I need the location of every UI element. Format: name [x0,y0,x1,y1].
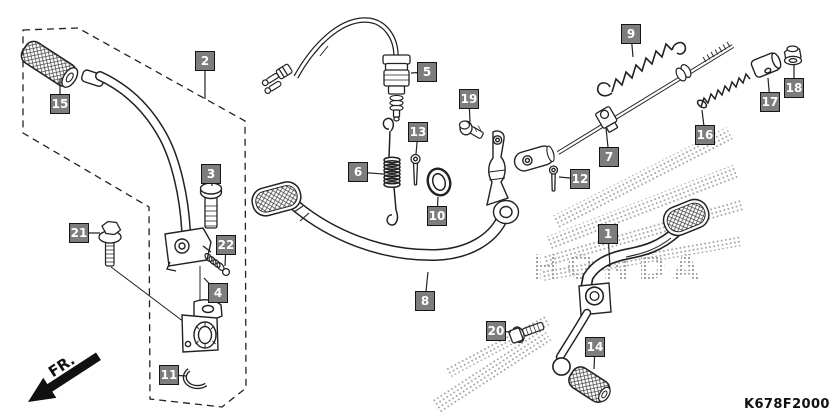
callout-4[interactable]: 4 [208,283,228,303]
callout-13[interactable]: 13 [408,122,428,142]
brake-rod [513,41,735,172]
brake-spring [596,41,687,97]
dust-seal [426,167,452,197]
callout-21[interactable]: 21 [69,223,89,243]
snap-clip [182,368,208,390]
flange-bolt [98,220,122,267]
kick-starter-arm [95,71,191,235]
callout-6[interactable]: 6 [348,162,368,182]
callout-18[interactable]: 18 [784,78,804,98]
callout-7[interactable]: 7 [599,147,619,167]
callout-20[interactable]: 20 [486,321,506,341]
return-spring [382,117,401,226]
kick-pedal-rubber [20,40,105,88]
callout-1[interactable]: 1 [598,224,618,244]
callout-15[interactable]: 15 [50,94,70,114]
callout-12[interactable]: 12 [570,169,590,189]
hex-bolt-20 [508,321,545,344]
callout-14[interactable]: 14 [585,337,605,357]
callout-3[interactable]: 3 [201,164,221,184]
kick-arm-bolt [199,182,223,229]
callout-16[interactable]: 16 [695,125,715,145]
stopper-arm [486,130,520,225]
honda-watermark-text: HONDA [531,248,761,290]
pedal-rubber-14 [568,366,611,403]
callout-leader-lines [59,33,795,377]
kick-arm-clamp [164,227,212,272]
adjuster-spring [696,72,751,109]
fr-direction-arrow: FR. [28,351,101,402]
callout-8[interactable]: 8 [415,291,435,311]
kick-starter-group-box [22,27,247,408]
callout-9[interactable]: 9 [621,24,641,44]
small-bolt-19 [458,120,484,139]
assembly-lines [110,266,201,332]
callout-22[interactable]: 22 [216,235,236,255]
diagram-code: K678F2000 [744,397,830,412]
change-pedal [251,181,507,262]
callout-17[interactable]: 17 [760,92,780,112]
joint-pin-12 [548,165,559,192]
pedal-joint [181,299,223,353]
stop-switch-cable [261,17,411,122]
callout-11[interactable]: 11 [159,365,179,385]
adjusting-nut [783,45,803,66]
detent-spring-and-ball [204,252,231,277]
rod-joint [750,52,782,78]
callout-10[interactable]: 10 [427,206,447,226]
callout-5[interactable]: 5 [417,62,437,82]
joint-pin-13 [410,153,421,186]
callout-2[interactable]: 2 [195,51,215,71]
callout-19[interactable]: 19 [459,89,479,109]
fr-direction-label: FR. [45,351,78,381]
